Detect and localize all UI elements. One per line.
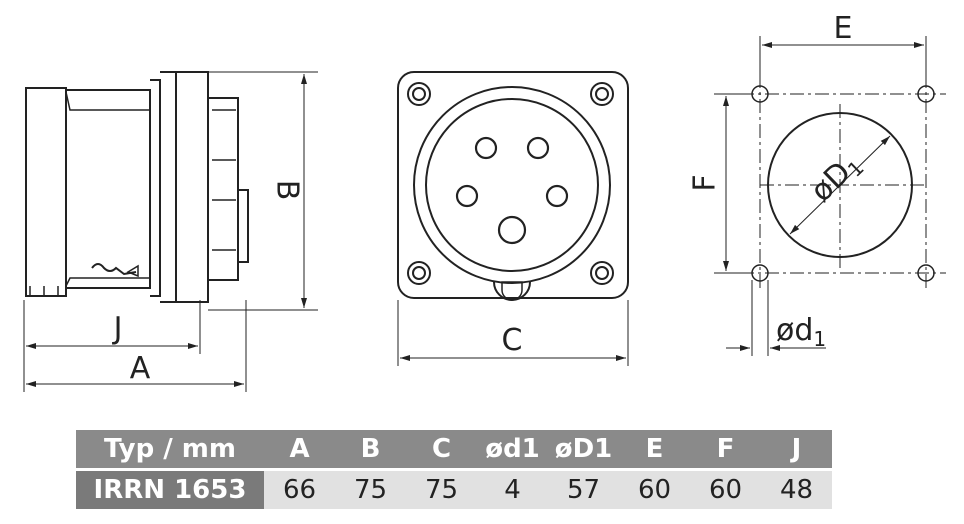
- table-header-cell: J: [761, 430, 832, 471]
- dimension-label-a: A: [130, 351, 151, 386]
- front-view: [397, 71, 629, 301]
- table-header-cell: F: [690, 430, 761, 471]
- table-header-cell: ød1: [477, 430, 548, 471]
- table-cell: 57: [548, 469, 619, 509]
- table-header-row: Typ / mm A B C ød1 øD1 E F J: [76, 430, 832, 471]
- dimension-label-b: B: [270, 180, 305, 201]
- table-cell: 66: [264, 469, 335, 509]
- side-view: [25, 71, 249, 303]
- mounting-screws: [407, 82, 614, 285]
- dimension-label-d1-minor: ød1: [776, 313, 826, 351]
- table-cell-type: IRRN 1653: [76, 469, 264, 509]
- table-header-cell: B: [335, 430, 406, 471]
- table-cell: 60: [619, 469, 690, 509]
- side-view-dimensions: [23, 71, 318, 392]
- dimension-label-c: C: [502, 323, 523, 358]
- dimension-label-f: F: [688, 174, 723, 191]
- front-view-dimensions: [397, 300, 629, 366]
- table-cell: 75: [335, 469, 406, 509]
- table-cell: 60: [690, 469, 761, 509]
- technical-drawing: B J A C: [23, 11, 946, 392]
- table-cell: 4: [477, 469, 548, 509]
- table-header-cell: Typ / mm: [76, 430, 264, 471]
- dimension-label-d1-major: øD1: [804, 146, 869, 210]
- cutout-view-dimensions: [714, 36, 927, 356]
- contact-pins: [455, 136, 569, 245]
- table-header-cell: A: [264, 430, 335, 471]
- dimension-label-d1-minor-sub: 1: [813, 327, 826, 351]
- table-cell: 75: [406, 469, 477, 509]
- table-header-cell: E: [619, 430, 690, 471]
- table-row: IRRN 1653 66 75 75 4 57 60 60 48: [76, 469, 832, 509]
- dimension-label-j: J: [112, 311, 123, 346]
- dimension-label-d1-minor-main: ød: [776, 313, 813, 348]
- dimension-label-e: E: [834, 11, 853, 46]
- table-cell: 48: [761, 469, 832, 509]
- table-header-cell: øD1: [548, 430, 619, 471]
- table-header-cell: C: [406, 430, 477, 471]
- dimension-table: Typ / mm A B C ød1 øD1 E F J IRRN 1653 6…: [76, 430, 832, 509]
